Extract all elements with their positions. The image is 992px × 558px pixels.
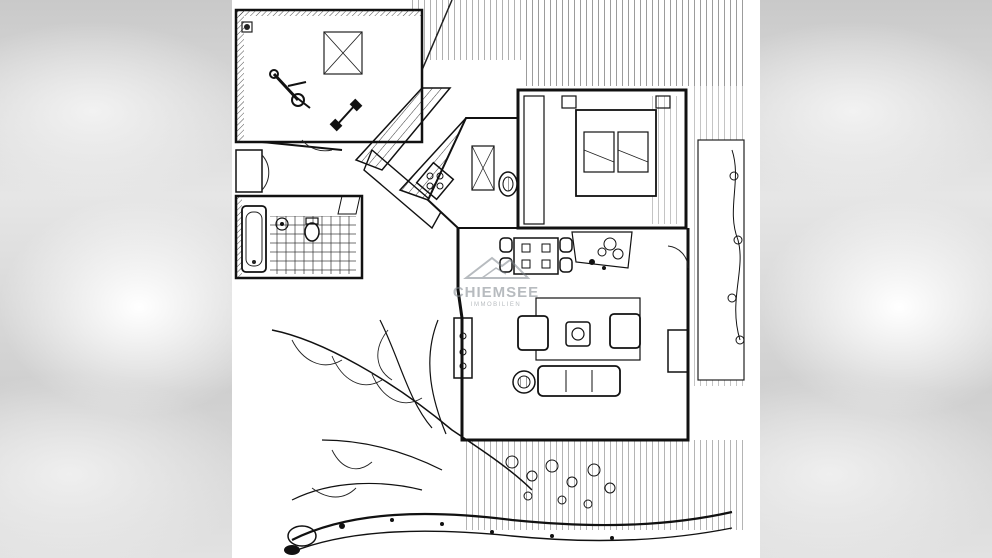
sofa-icon xyxy=(512,365,621,397)
flowering-bush-sketch xyxy=(505,455,616,509)
bed-icon xyxy=(561,95,671,197)
bathtub-icon xyxy=(241,205,267,273)
kitchen-sink-icon xyxy=(498,171,518,197)
fitness-room xyxy=(234,8,424,144)
coffee-table-with-armchairs xyxy=(517,297,641,361)
toilet-icon xyxy=(275,217,320,242)
blurred-background-left xyxy=(0,0,232,558)
branch-sketch xyxy=(284,510,733,555)
kitchen-stove-icon xyxy=(415,161,455,201)
terrace-bottom-hatching xyxy=(462,440,748,530)
dining-table xyxy=(499,237,573,275)
bathroom xyxy=(234,194,364,280)
entrance-door xyxy=(235,139,343,193)
living-room xyxy=(453,228,690,442)
leaf-icon xyxy=(271,319,533,501)
blurred-background-right xyxy=(760,0,992,558)
terrace-top-hatching xyxy=(411,0,748,91)
floor-plan-drawing xyxy=(234,0,748,555)
plant-icon xyxy=(589,237,624,270)
kitchen xyxy=(426,117,519,229)
balcony-plants xyxy=(727,149,745,345)
floor-plan-sketch: CHIEMSEE IMMOBILIEN xyxy=(232,0,760,558)
exercise-bike-icon xyxy=(269,69,311,109)
dumbbell-icon xyxy=(329,98,363,132)
